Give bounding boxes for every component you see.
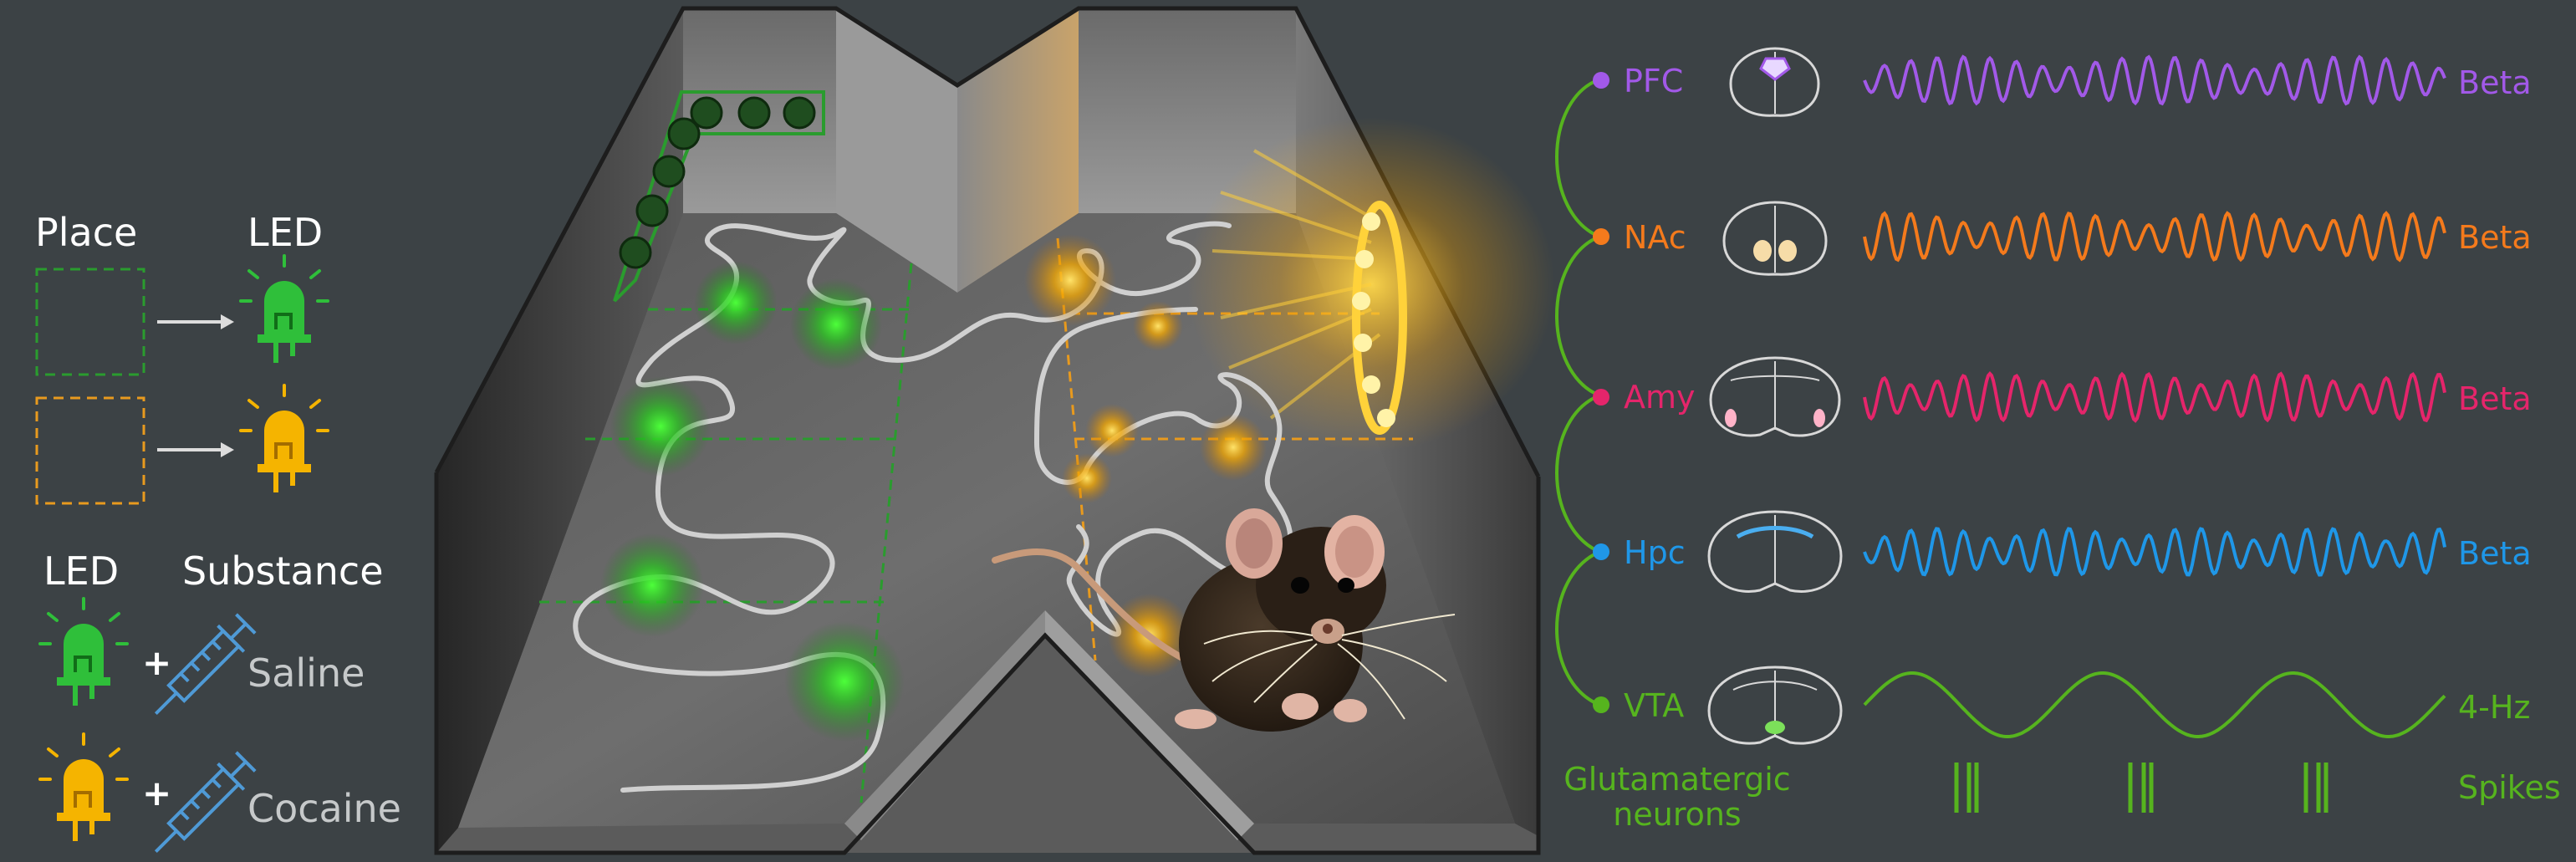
trace-amy	[1863, 371, 2446, 423]
glutamatergic-line1: Glutamatergic	[1563, 761, 1791, 798]
spike-train	[1954, 763, 2329, 813]
vta-dot	[1593, 696, 1609, 713]
pfc-dot	[1593, 72, 1609, 89]
place-box-orange	[35, 396, 145, 505]
syringe-icon	[154, 751, 257, 854]
green-led-icon	[239, 254, 329, 363]
orange-led-icon	[239, 384, 329, 492]
brain-section-nac	[1722, 201, 1828, 276]
region-label-amy: Amy	[1624, 379, 1696, 416]
brain-section-vta	[1707, 666, 1843, 745]
amy-dot	[1593, 389, 1609, 405]
band-label-amy: Beta	[2458, 380, 2532, 417]
arena-notch-wall-left	[836, 8, 957, 293]
syringe-icon	[154, 613, 257, 716]
oscillation-traces	[1863, 54, 2446, 738]
orange-led-icon	[38, 732, 129, 841]
plus-sign: +	[142, 773, 172, 814]
region-label-nac: NAc	[1624, 219, 1686, 256]
trace-nac	[1863, 211, 2446, 263]
place-box-green	[35, 268, 145, 376]
orange-light-source	[1187, 117, 1555, 451]
brain-section-pfc	[1729, 47, 1820, 117]
trace-vta	[1863, 671, 2446, 738]
place-label: Place	[35, 210, 138, 255]
band-label-nac: Beta	[2458, 219, 2532, 256]
arena-left-wall	[436, 8, 683, 853]
region-label-pfc: PFC	[1624, 63, 1684, 99]
saline-label: Saline	[247, 650, 365, 696]
band-label-pfc: Beta	[2458, 64, 2532, 101]
green-led-icon	[38, 597, 129, 706]
spikes-label: Spikes	[2458, 769, 2561, 806]
brain-section-hpc	[1707, 510, 1843, 593]
hpc-dot	[1593, 543, 1609, 560]
trace-pfc	[1863, 54, 2446, 106]
led-label-2: LED	[43, 548, 120, 594]
green-light-spots	[600, 261, 905, 742]
band-label-hpc: Beta	[2458, 535, 2532, 572]
region-label-hpc: Hpc	[1624, 534, 1686, 571]
plus-sign: +	[142, 642, 172, 683]
brain-section-amy	[1709, 356, 1841, 437]
right-panel	[1555, 47, 2446, 813]
cocaine-label: Cocaine	[247, 786, 401, 831]
arrow-icon	[157, 442, 234, 457]
orange-light-spots	[1024, 234, 1267, 677]
led-label: LED	[247, 210, 324, 255]
arena-notch-wall-right	[957, 8, 1079, 293]
legend	[35, 254, 329, 854]
glutamatergic-line2: neurons	[1613, 795, 1742, 833]
trace-hpc	[1863, 527, 2446, 577]
nac-dot	[1593, 228, 1609, 245]
band-label-vta: 4-Hz	[2458, 689, 2531, 726]
green-led-strip	[613, 90, 825, 303]
region-label-vta: VTA	[1624, 687, 1685, 724]
arena-front-wall	[844, 610, 1045, 840]
glutamatergic-label: Glutamatergic neurons	[1552, 761, 1803, 833]
arena-back-wall-right	[1079, 8, 1296, 213]
mouse-illustration	[992, 508, 1456, 732]
arena	[434, 6, 1555, 855]
substance-label: Substance	[182, 548, 384, 594]
arrow-icon	[157, 314, 234, 329]
region-connectors	[1555, 78, 1600, 706]
